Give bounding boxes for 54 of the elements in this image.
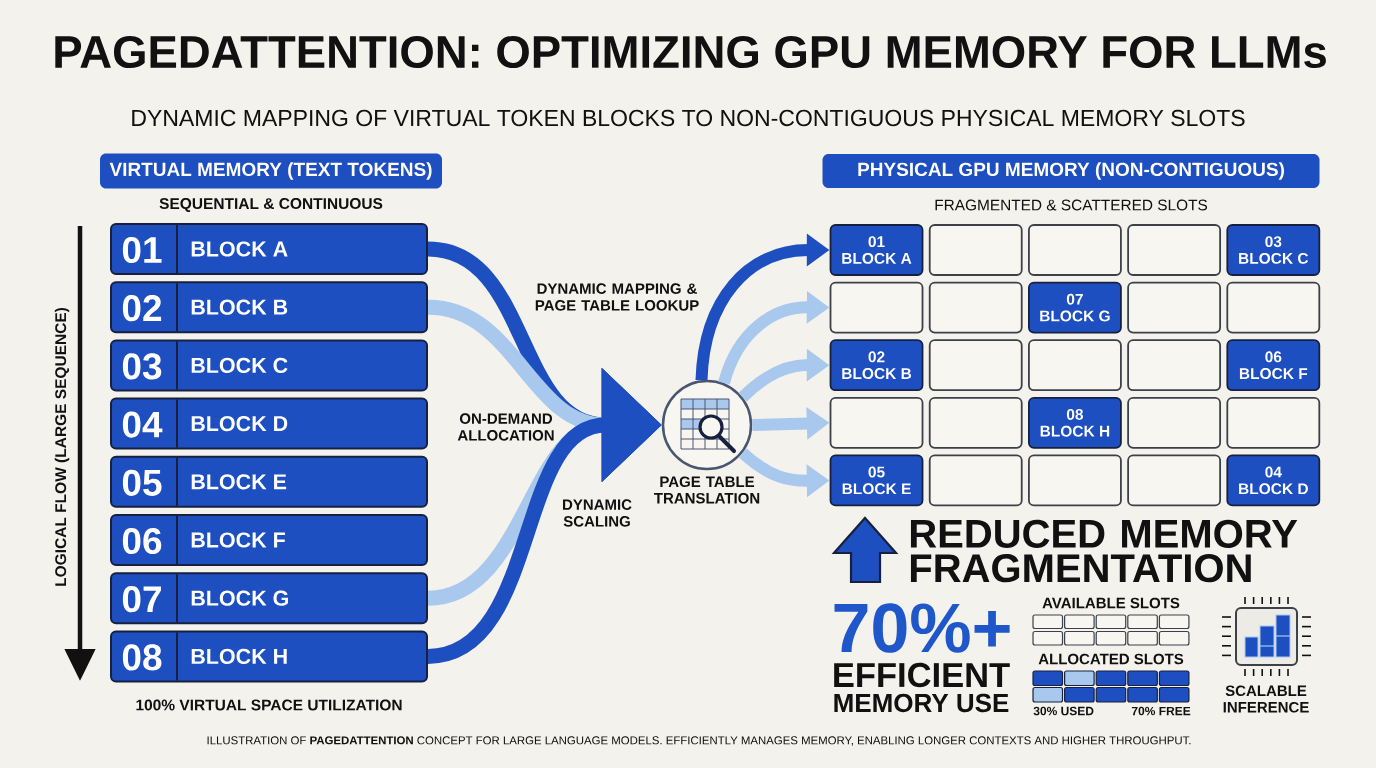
token-block: 07 BLOCK G [110,572,428,625]
slot-caption: ALLOCATED SLOTS [1038,653,1184,665]
empty-slot [1226,281,1321,334]
empty-slot [928,281,1023,334]
empty-slot [1028,224,1122,276]
caption: ILLUSTRATION OF PAGEDATTENTION CONCEPT FOR LARGE LANGUAGE MODELS. EFFICIENTLY MANAGES MEMORY, ENABLING LONGER CONTEXTS AND HIGHER THROUGHPUT. [207,736,1191,746]
column-subtitle: FRAGMENTED & SCATTERED SLOTS [935,199,1208,211]
header-band: VIRTUAL MEMORY (TEXT TOKENS) [100,153,442,189]
memory-slot: 02 BLOCK B [829,339,924,392]
header-band: PHYSICAL GPU MEMORY (NON-CONTIGUOUS) [822,154,1320,188]
memory-slot: 04 BLOCK D [1226,454,1321,507]
empty-slot [928,224,1023,276]
node-caption: PAGE TABLE TRANSLATION [654,476,760,504]
column-subtitle: SEQUENTIAL & CONTINUOUS [159,198,383,212]
title: PAGEDATTENTION: OPTIMIZING GPU MEMORY FOR LLMs [55,35,1326,69]
annotation: DYNAMIC MAPPING & PAGE TABLE LOOKUP [535,283,699,311]
token-block: 03 BLOCK C [110,339,428,392]
memory-slot: 06 BLOCK F [1226,339,1321,392]
empty-slot [1028,454,1122,507]
empty-slot [1127,281,1221,334]
memory-slot: 03 BLOCK C [1226,224,1321,276]
empty-slot [1127,454,1221,507]
empty-slot [1226,396,1321,449]
annotation: DYNAMIC SCALING [563,499,632,527]
percent-label: 30% USED [1033,706,1094,716]
token-block: 04 BLOCK D [110,397,428,450]
token-block: 05 BLOCK E [110,455,428,508]
empty-slot [1028,339,1122,392]
empty-slot [928,396,1023,449]
column-footer: 100% VIRTUAL SPACE UTILIZATION [136,699,402,711]
token-block: 02 BLOCK B [110,281,428,334]
headline: REDUCED MEMORY FRAGMENTATION [910,519,1298,583]
icon-caption: SCALABLE INFERENCE [1223,685,1309,713]
token-block: 06 BLOCK F [110,514,428,566]
token-block: 01 BLOCK A [110,223,428,275]
percent-label: 70% FREE [1131,706,1191,716]
empty-slot [928,454,1023,507]
empty-slot [928,339,1023,392]
stat-number: 70%+ [834,603,1010,653]
axis-label: LOGICAL FLOW (LARGE SEQUENCE) [54,307,70,586]
empty-slot [1127,224,1221,276]
token-block: 08 BLOCK H [110,630,428,683]
empty-slot [1127,339,1221,392]
annotation: ON-DEMAND ALLOCATION [457,413,554,441]
stat-label: EFFICIENT [834,662,1010,688]
memory-slot: 07 BLOCK G [1028,281,1122,334]
subtitle: DYNAMIC MAPPING OF VIRTUAL TOKEN BLOCKS TO NON-CONTIGUOUS PHYSICAL MEMORY SLOTS [132,109,1245,127]
empty-slot [1127,396,1221,449]
empty-slot [829,281,924,334]
slot-caption: AVAILABLE SLOTS [1042,597,1180,609]
empty-slot [829,396,924,449]
stat-label: MEMORY USE [834,693,1009,713]
memory-slot: 05 BLOCK E [829,454,924,507]
memory-slot: 08 BLOCK H [1028,396,1122,449]
